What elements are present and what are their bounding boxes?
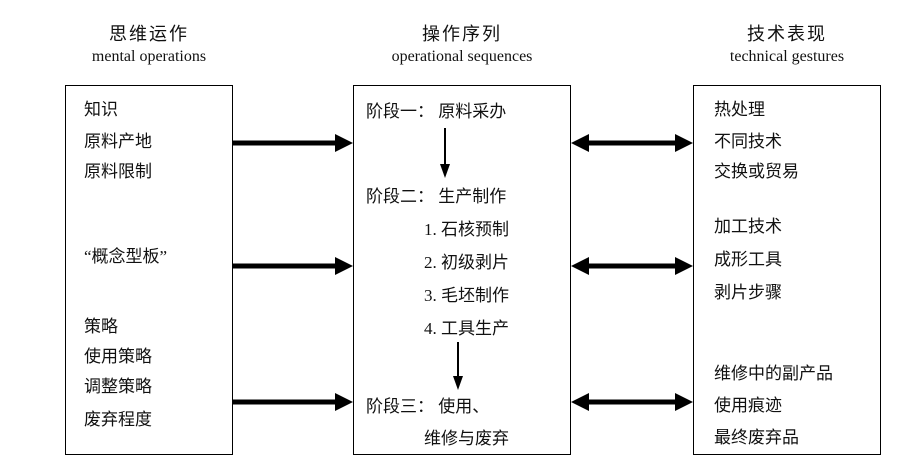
right-column-header: 技术表现 technical gestures xyxy=(687,22,887,68)
list-item: 加工技术 xyxy=(714,217,782,236)
right-column-title-en: technical gestures xyxy=(729,48,845,65)
arrow-middle-right-double-bottom xyxy=(571,393,693,411)
arrow-left-to-middle-top xyxy=(233,134,353,152)
middle-column-title-en: operational sequences xyxy=(391,48,533,65)
right-column-title-zh: 技术表现 xyxy=(747,24,827,44)
middle-column-title-zh: 操作序列 xyxy=(422,24,502,44)
list-item: “概念型板” xyxy=(84,247,168,266)
list-item: 原料产地 xyxy=(84,132,152,151)
arrow-left-to-middle-center xyxy=(233,257,353,275)
list-item: 原料限制 xyxy=(84,162,152,181)
arrow-middle-right-double-center xyxy=(571,257,693,275)
technical-gestures-box: 热处理 不同技术 交换或贸易 加工技术 成形工具 剥片步骤 维修中的副产品 使用… xyxy=(693,85,881,455)
left-column-title-zh: 思维运作 xyxy=(109,24,189,44)
list-item: 废弃程度 xyxy=(84,410,152,429)
mental-operations-box: 知识 原料产地 原料限制 “概念型板” 策略 使用策略 调整策略 废弃程度 xyxy=(65,85,233,455)
stage-3-label-line1: 阶段三： 使用、 xyxy=(366,397,490,416)
stage-2-step: 4. 工具生产 xyxy=(424,319,509,338)
stage-2-step: 1. 石核预制 xyxy=(424,220,509,239)
list-item: 最终废弃品 xyxy=(714,428,799,447)
stage-2-step: 3. 毛坯制作 xyxy=(424,286,509,305)
list-item: 成形工具 xyxy=(714,250,782,269)
stage-3-label-line2: 维修与废弃 xyxy=(424,429,509,448)
middle-column-header: 操作序列 operational sequences xyxy=(352,22,572,68)
operational-sequences-box: 阶段一： 原料采办 阶段二： 生产制作 1. 石核预制 2. 初级剥片 3. 毛… xyxy=(353,85,571,455)
list-item: 不同技术 xyxy=(714,132,782,151)
left-column-header: 思维运作 mental operations xyxy=(47,22,251,68)
list-item: 使用策略 xyxy=(84,347,152,366)
left-column-title-en: mental operations xyxy=(91,48,207,65)
list-item: 知识 xyxy=(84,100,118,119)
stage-2-label: 阶段二： 生产制作 xyxy=(366,187,507,206)
arrow-left-to-middle-bottom xyxy=(233,393,353,411)
list-item: 热处理 xyxy=(714,100,765,119)
list-item: 策略 xyxy=(84,317,118,336)
stage-1-label: 阶段一： 原料采办 xyxy=(366,102,507,121)
list-item: 交换或贸易 xyxy=(714,162,799,181)
list-item: 调整策略 xyxy=(84,377,152,396)
list-item: 使用痕迹 xyxy=(714,396,782,415)
list-item: 维修中的副产品 xyxy=(714,364,833,383)
stage-2-step: 2. 初级剥片 xyxy=(424,253,509,272)
list-item: 剥片步骤 xyxy=(714,283,782,302)
arrow-middle-right-double-top xyxy=(571,134,693,152)
